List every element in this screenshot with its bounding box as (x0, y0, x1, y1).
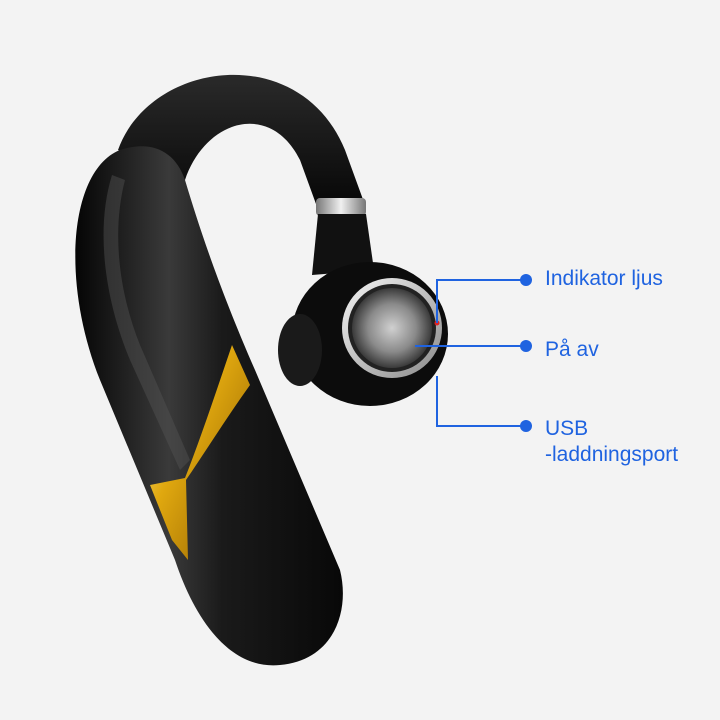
callout-dot-power (520, 340, 532, 352)
callout-dots (520, 274, 532, 432)
callout-dot-indicator (520, 274, 532, 286)
callout-label-indicator: Indikator ljus (545, 267, 663, 290)
speaker-neck (312, 214, 374, 275)
earpiece-body (75, 146, 343, 666)
callout-label-usb-line1: USB (545, 417, 589, 440)
callout-dot-usb (520, 420, 532, 432)
callout-label-usb: USB -laddningsport (545, 416, 678, 468)
callout-label-power: På av (545, 338, 599, 361)
callout-lines (415, 279, 526, 427)
callout-line-usb (436, 376, 526, 427)
body-highlight (103, 175, 190, 470)
ear-hook (118, 74, 365, 216)
callout-label-usb-line2: -laddningsport (545, 443, 679, 466)
ear-tip (278, 314, 322, 386)
gold-accent-band (150, 345, 250, 560)
power-button-cap (352, 288, 432, 368)
metal-collar (316, 198, 366, 216)
callout-line-indicator (436, 279, 526, 323)
